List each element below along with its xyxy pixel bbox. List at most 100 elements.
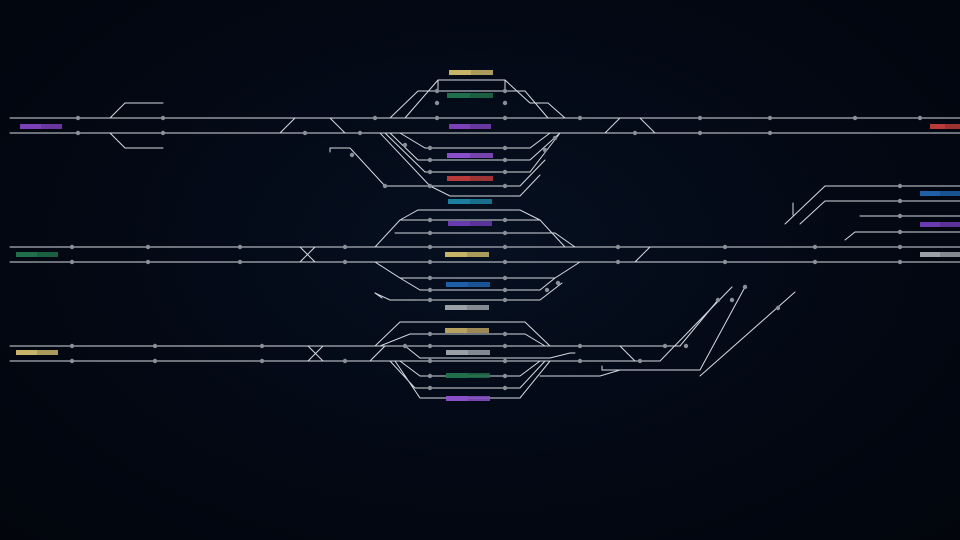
branch-c3[interactable] [539,286,746,377]
signal-node[interactable] [767,115,773,121]
signal-node[interactable] [632,130,638,136]
platform-sign[interactable] [446,282,490,287]
signal-node[interactable] [237,244,243,250]
signal-node[interactable] [349,152,355,158]
signal-node[interactable] [357,130,363,136]
signal-node[interactable] [427,275,433,281]
signal-node[interactable] [502,297,508,303]
signal-node[interactable] [427,183,433,189]
signal-node[interactable] [152,343,158,349]
spur-station-b-left[interactable] [374,292,383,299]
signal-node[interactable] [544,287,550,293]
signal-node[interactable] [427,343,433,349]
signal-node[interactable] [427,331,433,337]
portal-sign[interactable] [920,252,960,257]
signal-node[interactable] [427,385,433,391]
platform-sign[interactable] [445,252,489,257]
signal-node[interactable] [502,275,508,281]
signal-node[interactable] [552,135,558,141]
signal-node[interactable] [767,130,773,136]
signal-node[interactable] [259,343,265,349]
signal-node[interactable] [69,358,75,364]
platform-sign[interactable] [446,373,490,378]
signal-node[interactable] [427,259,433,265]
signal-node[interactable] [69,343,75,349]
signal-node[interactable] [502,169,508,175]
signal-node[interactable] [577,115,583,121]
signal-node[interactable] [897,244,903,250]
signal-node[interactable] [697,115,703,121]
platform-sign[interactable] [448,221,492,226]
signal-node[interactable] [427,287,433,293]
signal-node[interactable] [160,115,166,121]
signal-node[interactable] [302,130,308,136]
signal-node[interactable] [662,343,668,349]
signal-node[interactable] [615,244,621,250]
signal-node[interactable] [427,217,433,223]
signal-node[interactable] [722,259,728,265]
signal-node[interactable] [577,343,583,349]
crossover-c2[interactable] [619,345,636,362]
signal-node[interactable] [69,244,75,250]
signal-node[interactable] [402,343,408,349]
platform-sign[interactable] [447,93,493,98]
signal-node[interactable] [434,88,440,94]
station-a-fan[interactable] [329,79,566,197]
signal-node[interactable] [145,259,151,265]
signal-node[interactable] [637,358,643,364]
east-branch[interactable] [784,185,960,241]
signal-node[interactable] [897,213,903,219]
signal-node[interactable] [434,115,440,121]
signal-node[interactable] [577,358,583,364]
signal-node[interactable] [237,259,243,265]
platform-sign[interactable] [449,70,493,75]
signal-node[interactable] [555,280,561,286]
signal-node[interactable] [502,88,508,94]
platform-sign[interactable] [445,305,489,310]
platform-sign[interactable] [449,124,491,129]
signal-node[interactable] [742,284,748,290]
platform-sign[interactable] [445,328,489,333]
signal-node[interactable] [259,358,265,364]
portal-sign[interactable] [16,252,58,257]
station-b-fan[interactable] [374,209,581,301]
crossover-a3[interactable] [604,117,621,134]
signal-node[interactable] [502,343,508,349]
signal-node[interactable] [427,169,433,175]
portal-sign[interactable] [20,124,62,129]
platform-sign[interactable] [446,396,490,401]
platform-sign[interactable] [448,199,492,204]
spur-a-top[interactable] [109,102,164,119]
signal-node[interactable] [382,183,388,189]
spur-a-bottom[interactable] [109,132,164,149]
signal-node[interactable] [145,244,151,250]
platform-sign[interactable] [446,350,490,355]
signal-node[interactable] [502,183,508,189]
crossover-b1[interactable] [634,246,651,263]
main-track-c1[interactable] [9,299,719,347]
signal-node[interactable] [502,145,508,151]
spur-c-short[interactable] [601,365,621,371]
signal-node[interactable] [683,343,689,349]
signal-node[interactable] [372,115,378,121]
signal-node[interactable] [342,358,348,364]
portal-sign[interactable] [920,222,960,227]
signal-node[interactable] [502,230,508,236]
signal-node[interactable] [427,145,433,151]
signal-node[interactable] [502,244,508,250]
signal-node[interactable] [852,115,858,121]
signal-node[interactable] [715,297,721,303]
signal-node[interactable] [812,259,818,265]
crossover-a1[interactable] [279,117,296,134]
signal-node[interactable] [402,142,408,148]
signal-node[interactable] [812,244,818,250]
signal-node[interactable] [502,100,508,106]
signal-node[interactable] [615,259,621,265]
signal-node[interactable] [152,358,158,364]
signal-node[interactable] [897,198,903,204]
signal-node[interactable] [75,115,81,121]
signal-node[interactable] [722,244,728,250]
signal-node[interactable] [917,115,923,121]
signal-node[interactable] [897,229,903,235]
crossover-c1[interactable] [369,345,386,362]
